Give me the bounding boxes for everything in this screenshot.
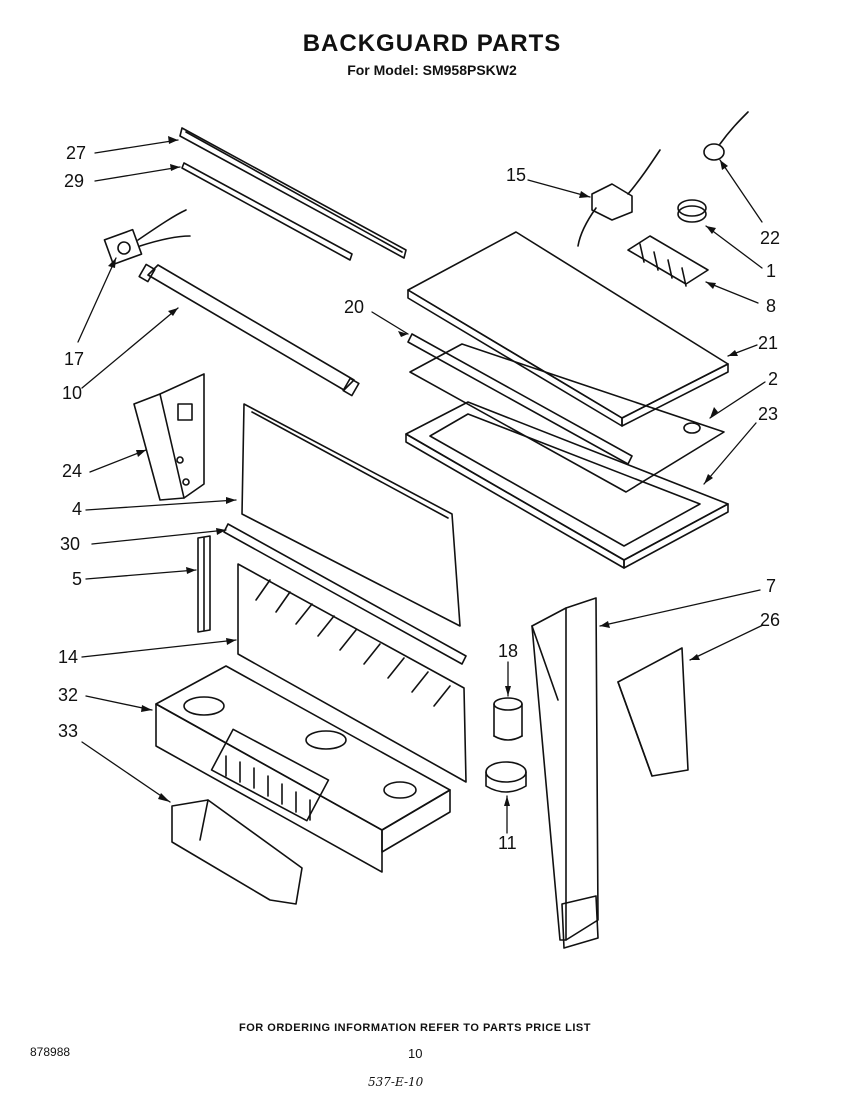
callout-23: 23 — [758, 404, 779, 424]
part-22-ring — [703, 111, 749, 161]
part-4-back-panel — [241, 403, 461, 627]
part-10-fluorescent-tube — [138, 263, 360, 397]
part-24-left-bracket — [133, 373, 205, 501]
page-number: 10 — [408, 1046, 423, 1061]
part-32-control-housing — [155, 665, 451, 873]
part-1-socket — [677, 199, 707, 223]
callout-30: 30 — [60, 534, 81, 554]
part-15-switch — [577, 149, 661, 247]
part-27-trim-strip — [179, 127, 407, 259]
callout-18: 18 — [498, 641, 519, 661]
part-20-strip — [407, 333, 633, 465]
callout-14: 14 — [58, 647, 79, 667]
part-26-side-panel — [617, 647, 689, 777]
callout-27: 27 — [66, 143, 87, 163]
model-subtitle: For Model: SM958PSKW2 — [347, 62, 517, 78]
part-8-terminal-block — [627, 235, 709, 287]
callout-20: 20 — [344, 297, 365, 317]
callout-8: 8 — [766, 296, 777, 316]
callout-7: 7 — [766, 576, 777, 596]
part-11-clamp — [485, 761, 527, 793]
part-2-insulation-pad — [409, 343, 725, 493]
callout-1: 1 — [766, 261, 777, 281]
part-30-long-strip — [223, 523, 467, 665]
part-5-side-channel — [197, 535, 211, 633]
callout-17: 17 — [64, 349, 85, 369]
part-33-bottom-shield — [171, 799, 303, 905]
callout-33: 33 — [58, 721, 79, 741]
part-21-top-cover — [407, 231, 729, 427]
callout-11: 11 — [498, 833, 517, 853]
callout-21: 21 — [758, 333, 779, 353]
callout-5: 5 — [72, 569, 83, 589]
callout-2: 2 — [768, 369, 779, 389]
leader-arrowheads — [108, 136, 738, 806]
part-29-trim-strip — [181, 162, 353, 261]
ordering-note: FOR ORDERING INFORMATION REFER TO PARTS … — [239, 1022, 591, 1034]
part-17-lamp-holder — [103, 209, 191, 266]
page-title: BACKGUARD PARTS — [302, 30, 562, 57]
callout-29: 29 — [64, 171, 85, 191]
callout-22: 22 — [760, 228, 781, 248]
part-7-right-bracket — [531, 597, 599, 949]
part-23-bottom-frame — [405, 401, 729, 569]
callout-4: 4 — [72, 499, 83, 519]
leader-lines — [77, 139, 766, 834]
document-number: 878988 — [30, 1045, 71, 1059]
part-18-capacitor — [493, 697, 523, 741]
callout-15: 15 — [506, 165, 527, 185]
handwritten-code: 537-E-10 — [368, 1075, 424, 1089]
callout-24: 24 — [62, 461, 83, 481]
callout-32: 32 — [58, 685, 79, 705]
callout-26: 26 — [760, 610, 781, 630]
part-14-glass-panel — [237, 563, 467, 783]
callout-10: 10 — [62, 383, 83, 403]
